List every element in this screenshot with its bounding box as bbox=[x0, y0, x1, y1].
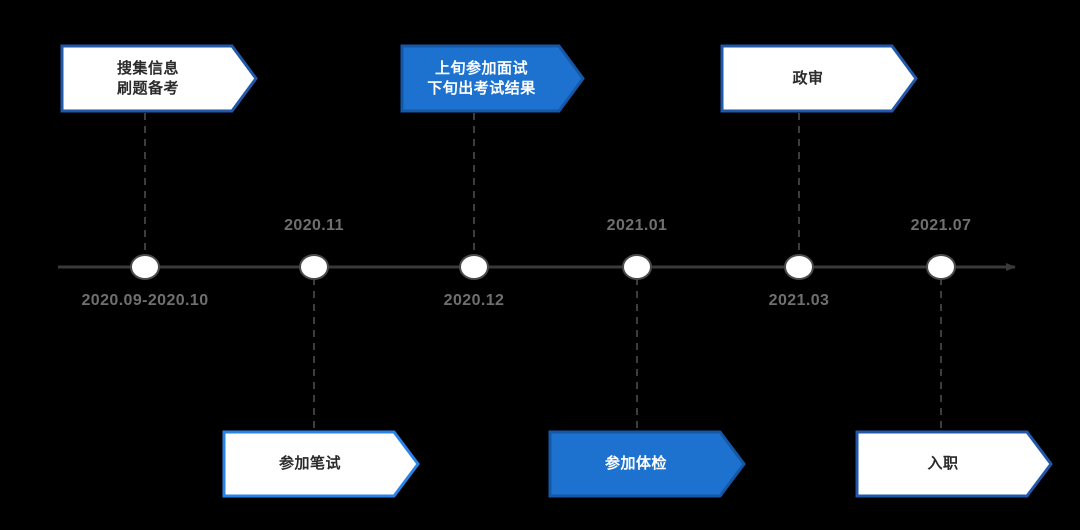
timeline-tick-label: 2020.11 bbox=[284, 217, 344, 234]
milestone-banner[interactable]: 政审 bbox=[720, 44, 918, 113]
milestone-banner[interactable]: 参加笔试 bbox=[222, 430, 420, 498]
milestone-dots bbox=[130, 254, 956, 280]
banner-arrow-shape bbox=[222, 430, 420, 498]
banner-label: 参加笔试 bbox=[278, 455, 341, 472]
banner-arrow-shape bbox=[548, 430, 746, 498]
milestone-banner[interactable]: 搜集信息 刷题备考 bbox=[60, 44, 258, 113]
milestone-dot[interactable] bbox=[299, 254, 329, 280]
banner-arrow-shape bbox=[400, 44, 585, 113]
banner-arrow-shape bbox=[60, 44, 258, 113]
banner-label: 政审 bbox=[792, 69, 824, 87]
banner-label: 参加体检 bbox=[604, 455, 667, 472]
timeline-tick-label: 2021.07 bbox=[910, 217, 972, 234]
timeline-tick-label: 2021.01 bbox=[606, 217, 668, 234]
banner-label: 上旬参加面试 下旬出考试结果 bbox=[427, 59, 536, 97]
milestone-dot[interactable] bbox=[459, 254, 489, 280]
banner-arrow-shape bbox=[855, 430, 1053, 498]
milestone-dot[interactable] bbox=[926, 254, 956, 280]
milestone-dot[interactable] bbox=[784, 254, 814, 280]
milestone-banner[interactable]: 参加体检 bbox=[548, 430, 746, 498]
timeline-tick-label: 2020.09-2020.10 bbox=[81, 292, 209, 309]
milestone-dot[interactable] bbox=[622, 254, 652, 280]
banner-label: 入职 bbox=[927, 455, 959, 472]
banner-arrow-shape bbox=[720, 44, 918, 113]
milestone-dot[interactable] bbox=[130, 254, 160, 280]
connector-lines bbox=[144, 113, 942, 430]
milestone-banner[interactable]: 入职 bbox=[855, 430, 1053, 498]
banner-label: 搜集信息 刷题备考 bbox=[116, 59, 179, 97]
timeline-tick-label: 2021.03 bbox=[768, 292, 830, 309]
milestone-banner[interactable]: 上旬参加面试 下旬出考试结果 bbox=[400, 44, 585, 113]
timeline-tick-label: 2020.12 bbox=[443, 292, 505, 309]
